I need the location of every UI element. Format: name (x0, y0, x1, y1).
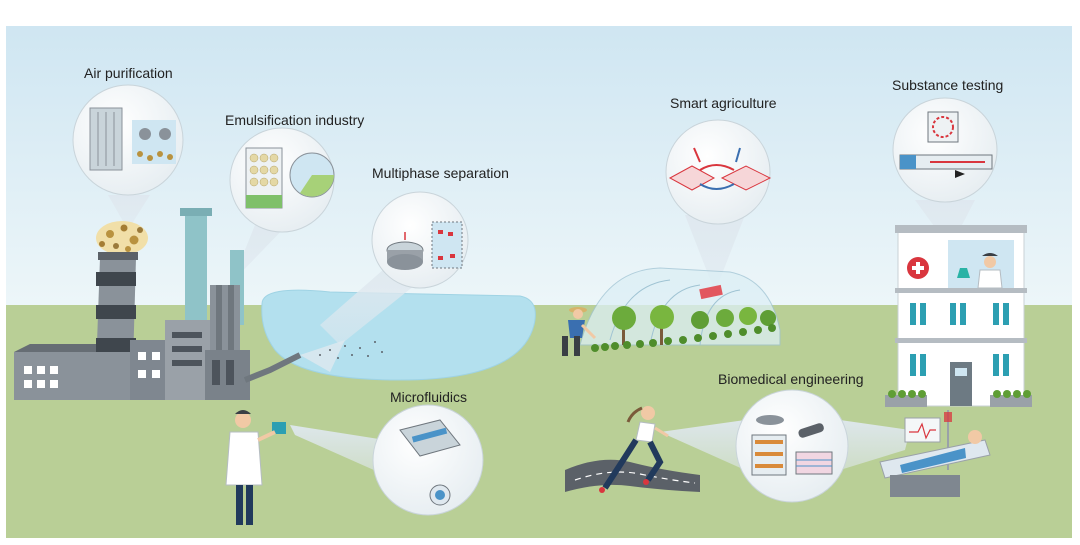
beam-biomedical-right (840, 420, 910, 470)
beam-substance (915, 200, 975, 248)
label-multiphase-separation: Multiphase separation (372, 165, 509, 181)
label-substance-testing: Substance testing (892, 77, 1003, 93)
farmer-icon (562, 307, 597, 356)
hospital-icon (885, 225, 1032, 407)
bubble-microfluidics (372, 404, 484, 516)
road (565, 459, 700, 492)
label-microfluidics: Microfluidics (390, 389, 467, 405)
label-air-purification: Air purification (84, 65, 173, 81)
label-emulsification-industry: Emulsification industry (225, 112, 364, 128)
beam-microfluidics (290, 425, 385, 475)
beam-agriculture (685, 215, 745, 292)
patient-bed-icon (879, 410, 991, 497)
greenhouse-icon (579, 267, 781, 352)
scientist-icon (225, 410, 286, 525)
bubble-multiphase (371, 191, 469, 289)
beam-biomedical-left (660, 420, 745, 470)
factory-icon (14, 208, 383, 400)
bubble-biomedical (735, 389, 849, 503)
label-smart-agriculture: Smart agriculture (670, 95, 777, 111)
sensor-patch (699, 284, 723, 300)
bubble-substance-testing (892, 97, 998, 203)
runner-icon (599, 406, 669, 493)
tablet-icon (272, 422, 286, 434)
greenhouse-trees (612, 305, 776, 345)
bubble-smart-agriculture (665, 119, 772, 225)
pollutant-cloud (96, 221, 148, 255)
doctor-icon (957, 253, 1003, 289)
label-biomedical-engineering: Biomedical engineering (718, 371, 864, 387)
beam-emulsification (232, 222, 290, 282)
bubble-air-purification (72, 84, 184, 196)
bubble-emulsification (229, 127, 335, 233)
sky (6, 26, 1072, 308)
beam-air (108, 195, 150, 230)
